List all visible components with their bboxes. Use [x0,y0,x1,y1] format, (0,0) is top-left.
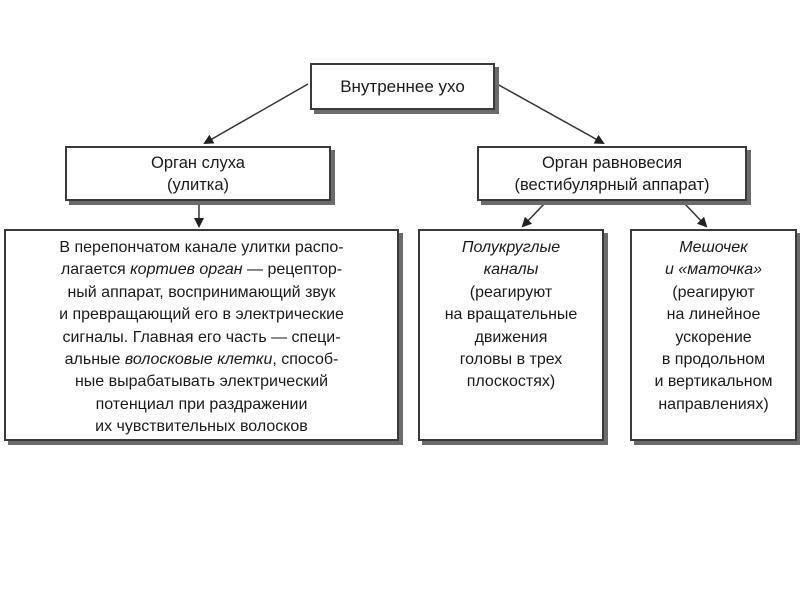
hearing-organ-subtitle: (улитка) [166,176,230,194]
canals-text-line: плоскостях) [466,373,556,391]
sac-title: Мешочек [679,239,748,256]
canals-title: Полукруглые [461,239,561,256]
canals-text-line: движения [474,328,548,346]
arrow-root-to-balance [496,83,605,144]
canals-text-line: головы в трех [459,351,563,369]
sac-title: и «маточка» [664,261,763,279]
semicircular-canals-box: Полукруглые каналы (реагируют на вращате… [418,229,604,441]
description-line: В перепончатом канале улитки распо- [59,239,344,256]
saccule-utricle-box: Мешочек и «маточка» (реагируют на линейн… [630,229,797,441]
description-line: ные вырабатывать электрический [74,373,329,391]
description-line: альные волосковые клетки, способ- [64,351,339,369]
sac-text-line: на линейное [666,306,761,324]
arrow-root-to-hearing [203,83,309,144]
description-line: потенциал при раздражении [95,395,308,413]
sac-text-line: ускорение [675,328,752,346]
sac-text-line: направлениях) [658,395,769,413]
term-corti-organ: кортиев орган [130,261,243,279]
arrow-balance-to-sac [683,202,708,228]
hearing-organ-title: Орган слуха [151,154,245,172]
description-line: ный аппарат, воспринимающий звук [67,283,336,301]
inner-ear-box: Внутреннее ухо [310,63,495,110]
balance-organ-subtitle: (вестибулярный аппарат) [514,176,710,194]
term-hair-cells: волосковые клетки [124,351,273,369]
arrow-balance-to-canals [521,202,546,228]
balance-organ-title: Орган равновесия [541,154,683,172]
inner-ear-label: Внутреннее ухо [340,77,465,96]
balance-organ-box: Орган равновесия (вестибулярный аппарат) [477,146,747,201]
cochlea-description-box: В перепончатом канале улитки распо- лага… [4,229,399,441]
canals-text-line: на вращательные [444,306,578,324]
hearing-organ-box: Орган слуха (улитка) [65,146,331,201]
canals-text-line: (реагируют [469,283,553,301]
canals-title: каналы [483,261,539,279]
sac-text-line: и вертикальном [654,373,773,391]
description-line: сигналы. Главная его часть — специ- [62,328,341,346]
sac-text-line: (реагируют [672,283,755,301]
description-line: лагается кортиев орган — рецептор- [60,261,343,279]
sac-text-line: в продольном [661,351,766,369]
description-line: их чувствительных волосков [95,418,308,436]
description-line: и превращающий его в электрические [59,306,344,324]
